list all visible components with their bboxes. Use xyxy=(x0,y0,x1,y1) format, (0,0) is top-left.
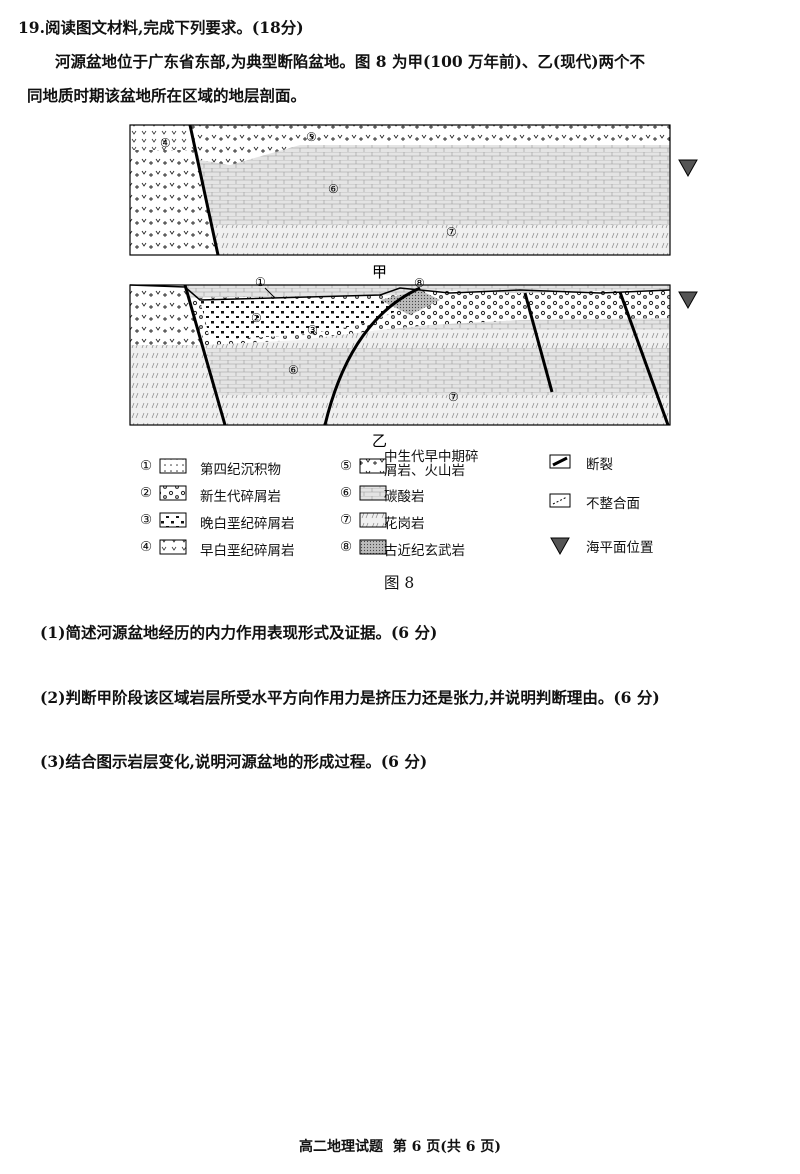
svg-text:③: ③ xyxy=(307,323,318,337)
svg-text:⑧: ⑧ xyxy=(414,276,425,290)
swatch-early-cretaceous xyxy=(159,539,187,555)
svg-text:⑦: ⑦ xyxy=(448,390,459,404)
subquestion-2: (2)判断甲阶段该区域岩层所受水平方向作用力是挤压力还是张力,并说明判断理由。(… xyxy=(40,688,660,707)
legend-label-6: 碳酸岩 xyxy=(384,489,425,505)
legend-label-1: 第四纪沉积物 xyxy=(200,462,281,478)
subquestion-3: (3)结合图示岩层变化,说明河源盆地的形成过程。(6 分) xyxy=(40,752,428,771)
sea-level-triangle-icon xyxy=(678,159,698,178)
panel-a-label: 甲 xyxy=(372,263,387,281)
legend-num-1: ① xyxy=(140,458,153,474)
legend-label-8: 古近纪玄武岩 xyxy=(384,543,465,559)
page-footer: 高二地理试题 第 6 页(共 6 页) xyxy=(299,1139,501,1155)
svg-text:⑦: ⑦ xyxy=(446,225,457,239)
svg-text:①: ① xyxy=(255,275,266,289)
legend-num-6: ⑥ xyxy=(340,485,353,501)
svg-text:⑤: ⑤ xyxy=(306,130,317,144)
legend-label-4: 早白垩纪碎屑岩 xyxy=(200,543,295,559)
legend-label-2: 新生代碎屑岩 xyxy=(200,489,281,505)
subquestion-1: (1)简述河源盆地经历的内力作用表现形式及证据。(6 分) xyxy=(40,623,438,642)
svg-text:②: ② xyxy=(251,311,262,325)
legend-label-3: 晚白垩纪碎屑岩 xyxy=(200,516,295,532)
unconformity-icon xyxy=(549,493,571,508)
legend-unconformity-label: 不整合面 xyxy=(586,496,640,512)
panel-b-label: 乙 xyxy=(372,432,387,450)
svg-text:④: ④ xyxy=(160,136,171,150)
panel-a-section: ④ ⑤ ⑥ ⑦ xyxy=(129,124,698,256)
svg-text:⑥: ⑥ xyxy=(328,182,339,196)
legend-num-3: ③ xyxy=(140,512,153,528)
legend-num-4: ④ xyxy=(140,539,153,555)
geologic-cross-section-figure: ④ ⑤ ⑥ ⑦ 甲 ① ② ③ ⑥ ⑦ ⑧ xyxy=(129,124,698,556)
sea-level-triangle-icon xyxy=(550,537,570,556)
question-intro-line1: 河源盆地位于广东省东部,为典型断陷盆地。图 8 为甲(100 万年前)、乙(现代… xyxy=(55,52,646,71)
swatch-basalt xyxy=(359,539,387,555)
legend-num-5: ⑤ xyxy=(340,458,353,474)
panel-b-section: ① ② ③ ⑥ ⑦ ⑧ xyxy=(129,275,698,426)
sea-level-triangle-icon xyxy=(678,291,698,310)
swatch-quaternary xyxy=(159,458,187,474)
legend-num-2: ② xyxy=(140,485,153,501)
svg-text:⑥: ⑥ xyxy=(288,363,299,377)
legend-label-5: 中生代早中期碎 xyxy=(384,449,479,465)
legend-fault-label: 断裂 xyxy=(586,457,613,473)
question-title: 19.阅读图文材料,完成下列要求。(18分) xyxy=(18,18,304,37)
question-intro-line2: 同地质时期该盆地所在区域的地层剖面。 xyxy=(27,86,307,105)
legend-swatches xyxy=(159,454,571,556)
legend-label-5b: 屑岩、火山岩 xyxy=(384,463,465,479)
legend-num-7: ⑦ xyxy=(340,512,353,528)
swatch-granite xyxy=(359,512,387,528)
swatch-late-cretaceous xyxy=(159,512,187,528)
swatch-mesozoic xyxy=(359,458,387,474)
legend-sea-level-label: 海平面位置 xyxy=(586,540,654,556)
figure-caption: 图 8 xyxy=(384,574,415,592)
legend-label-7: 花岗岩 xyxy=(384,516,425,532)
swatch-cenozoic xyxy=(159,485,187,501)
legend-num-8: ⑧ xyxy=(340,539,353,555)
swatch-carbonate xyxy=(359,485,387,501)
